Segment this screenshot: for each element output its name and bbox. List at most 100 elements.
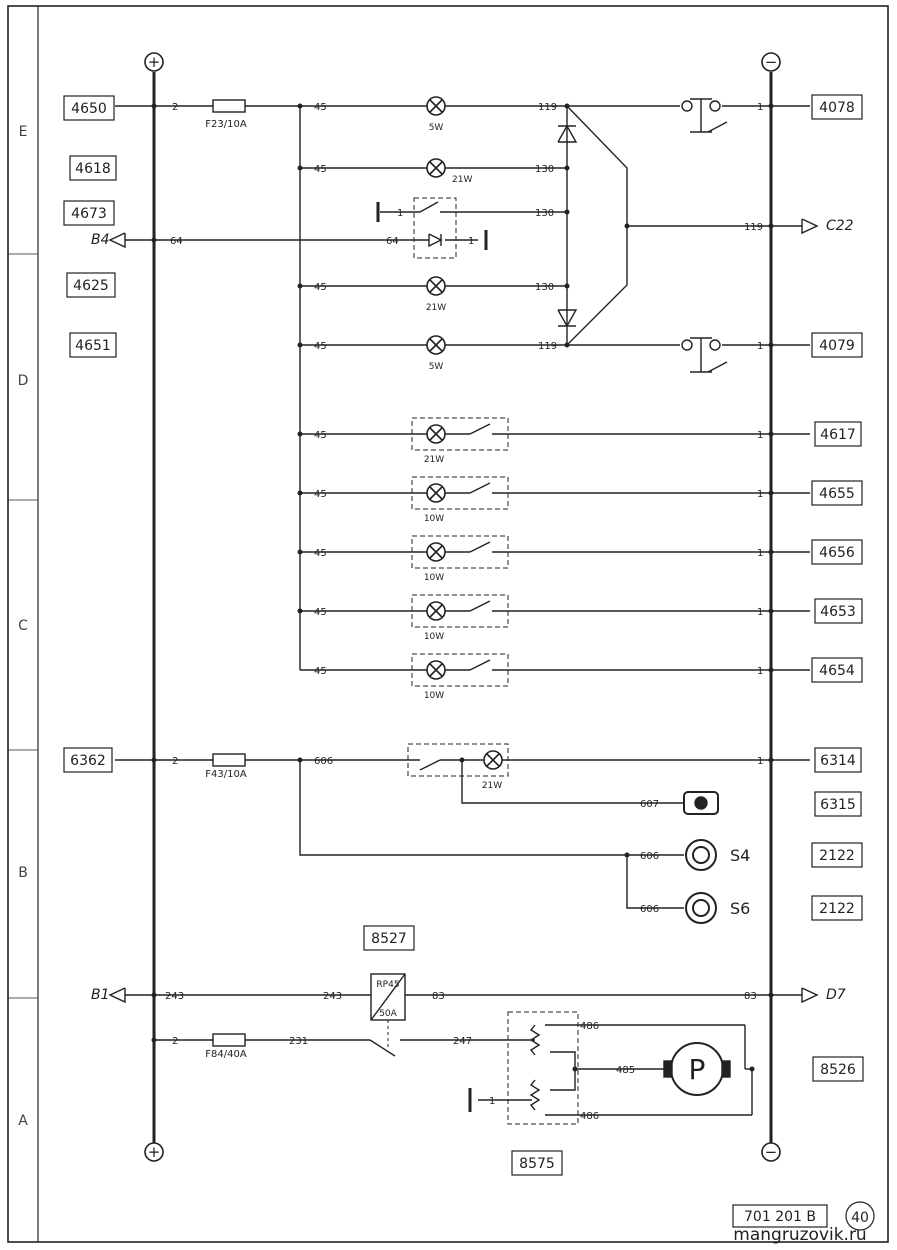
ref-box-right: 6314 xyxy=(820,753,856,769)
connector-label: D7 xyxy=(826,987,846,1003)
wire-label: 64 xyxy=(386,236,399,247)
lamp-rating: 21W xyxy=(482,781,502,791)
wire-label: 130 xyxy=(535,208,554,219)
ref-box-right: 4653 xyxy=(820,604,856,620)
wire-label: 2 xyxy=(172,756,178,767)
lamp-rating: 10W xyxy=(424,573,444,583)
fuse-label: F43/10A xyxy=(205,769,247,780)
ref-box-right: 4654 xyxy=(819,663,855,679)
wire-label: 486 xyxy=(580,1111,599,1122)
svg-text:−: − xyxy=(765,53,778,71)
ref-box-right: 8526 xyxy=(820,1062,856,1078)
ref-box-left: 6362 xyxy=(70,753,106,769)
wire-label: 130 xyxy=(535,282,554,293)
wire-label: 485 xyxy=(616,1065,635,1076)
wire-label: 45 xyxy=(314,341,327,352)
connector-label: C22 xyxy=(826,218,854,234)
relay-ref-box: 8527 xyxy=(371,931,407,947)
switch-label: S4 xyxy=(730,846,750,865)
wire-label: 45 xyxy=(314,430,327,441)
wire-label: 45 xyxy=(314,548,327,559)
svg-text:−: − xyxy=(765,1143,778,1161)
section-label: A xyxy=(18,1113,28,1129)
wire-label: 83 xyxy=(744,991,757,1002)
wire-label: 243 xyxy=(323,991,342,1002)
negative-terminal-bottom: − xyxy=(761,1142,781,1162)
wire-label: 45 xyxy=(314,607,327,618)
wire-label: 1 xyxy=(757,548,763,559)
fuse-label: F84/40A xyxy=(205,1049,247,1060)
wire-label: 45 xyxy=(314,666,327,677)
negative-terminal-top: − xyxy=(761,52,781,72)
wire-label: 607 xyxy=(640,799,659,810)
wire-label: 2 xyxy=(172,102,178,113)
resistor-ref-box: 8575 xyxy=(519,1156,555,1172)
ref-box-left: 4618 xyxy=(75,161,111,177)
wire-label: 1 xyxy=(757,607,763,618)
wire-label: 1 xyxy=(757,102,763,113)
ref-box-left: 4625 xyxy=(73,278,109,294)
motor-label: P xyxy=(689,1053,706,1086)
lamp-rating: 10W xyxy=(424,514,444,524)
wire-label: 1 xyxy=(757,756,763,767)
section-label: C xyxy=(18,618,28,634)
wire-label: 1 xyxy=(489,1096,495,1107)
wire-label: 606 xyxy=(314,756,333,767)
lamp-rating: 10W xyxy=(424,632,444,642)
wire-label: 83 xyxy=(432,991,445,1002)
lamp-rating: 5W xyxy=(429,123,444,133)
wire-labels: 2 45 119 1 45 130 1 130 64 64 1 119 45 1… xyxy=(165,102,763,1122)
wire-label: 119 xyxy=(744,222,763,233)
wire-label: 130 xyxy=(535,164,554,175)
lamp-rating: 10W xyxy=(424,691,444,701)
section-label: D xyxy=(18,373,29,389)
ref-box-left: 4651 xyxy=(75,338,111,354)
wire-label: 119 xyxy=(538,341,557,352)
fuse-label: F23/10A xyxy=(205,119,247,130)
wire-label: 1 xyxy=(757,489,763,500)
ref-box-right: 4078 xyxy=(819,100,855,116)
wire-label: 486 xyxy=(580,1021,599,1032)
wire-label: 119 xyxy=(538,102,557,113)
wire-label: 243 xyxy=(165,991,184,1002)
ref-box-right: 6315 xyxy=(820,797,856,813)
wire-label: 1 xyxy=(397,208,403,219)
lamp-rating: 21W xyxy=(452,175,472,185)
wire-label: 45 xyxy=(314,282,327,293)
wire-label: 1 xyxy=(757,666,763,677)
switch-label: S6 xyxy=(730,899,750,918)
ref-box-right: 4079 xyxy=(819,338,855,354)
wire-label: 606 xyxy=(640,851,659,862)
positive-terminal-top: + xyxy=(144,52,164,72)
wire-label: 1 xyxy=(757,341,763,352)
positive-terminal-bottom: + xyxy=(144,1142,164,1162)
wire-label: 64 xyxy=(170,236,183,247)
relay-rating: 50A xyxy=(379,1009,397,1019)
connector-label: B1 xyxy=(91,987,110,1003)
lamp-rating: 21W xyxy=(424,455,444,465)
wire-label: 45 xyxy=(314,102,327,113)
ref-box-right: 4617 xyxy=(820,427,856,443)
ref-box-left: 4650 xyxy=(71,101,107,117)
lamp-ratings: 5W 21W 21W 5W 21W 10W 10W 10W 10W 21W xyxy=(424,123,502,791)
wire-label: 1 xyxy=(757,430,763,441)
page-number: 40 xyxy=(851,1210,869,1226)
wire-label: 606 xyxy=(640,904,659,915)
wire-label: 247 xyxy=(453,1036,472,1047)
watermark: mangruzovik.ru xyxy=(733,1225,866,1245)
svg-text:+: + xyxy=(148,1143,161,1161)
ref-box-right: 2122 xyxy=(819,901,855,917)
relay-type: RP45 xyxy=(376,980,399,990)
ref-box-right: 4656 xyxy=(819,545,855,561)
wire-label: 231 xyxy=(289,1036,308,1047)
document-code: 701 201 B xyxy=(744,1209,816,1225)
svg-text:+: + xyxy=(148,53,161,71)
ref-box-right: 4655 xyxy=(819,486,855,502)
ref-box-right: 2122 xyxy=(819,848,855,864)
lamp-rating: 5W xyxy=(429,362,444,372)
wire-label: 45 xyxy=(314,489,327,500)
ref-box-left: 4673 xyxy=(71,206,107,222)
wire-label: 1 xyxy=(468,236,474,247)
wire-label: 2 xyxy=(172,1036,178,1047)
